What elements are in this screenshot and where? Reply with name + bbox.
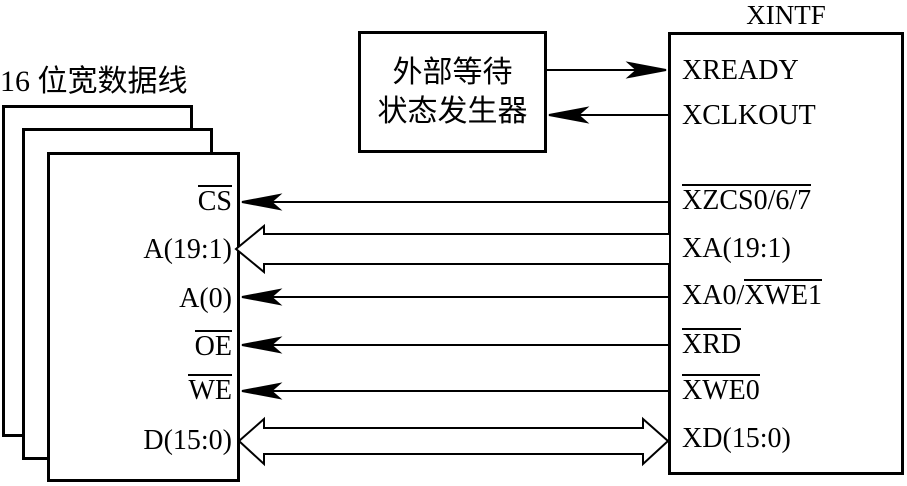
memory-pin-d15-0-text: D(15:0) xyxy=(143,425,232,456)
xintf-pin-xclkout-text: XCLKOUT xyxy=(682,100,816,131)
xintf-pin-xready: XREADY xyxy=(682,54,902,88)
memory-pin-d15-0: D(15:0) xyxy=(45,424,232,458)
xintf-pin-xready-text: XREADY xyxy=(682,55,799,86)
arrow-xzcs-to-cs xyxy=(241,193,669,211)
xintf-pin-xzcs067: XZCS0/6/7 xyxy=(682,184,902,218)
memory-pin-oe: OE xyxy=(45,330,232,364)
arrow-xwe0-to-we xyxy=(241,382,669,400)
memory-pin-we: WE xyxy=(45,374,232,408)
memory-pin-oe-overline-text: OE xyxy=(194,330,232,362)
arrow-xclkout-to-waitbox xyxy=(548,106,669,124)
bus-arrow-xd-d-bidirectional xyxy=(237,416,670,467)
arrow-waitbox-to-xready xyxy=(546,61,667,79)
xintf-pin-xwe0-overline-text: XWE0 xyxy=(682,374,760,406)
xintf-box xyxy=(668,32,904,475)
xintf-pin-xd15-0-text: XD(15:0) xyxy=(682,423,791,454)
wait-state-generator-label-line1: 外部等待 xyxy=(392,56,513,89)
xintf-pin-xrd-overline-text: XRD xyxy=(682,328,742,360)
xintf-pin-xd15-0: XD(15:0) xyxy=(682,422,902,456)
arrow-xrd-to-oe xyxy=(241,336,669,354)
xintf-pin-xrd: XRD xyxy=(682,328,902,362)
memory-pin-a19-1: A(19:1) xyxy=(45,233,232,267)
memory-pin-a0: A(0) xyxy=(45,282,232,316)
xintf-title: XINTF xyxy=(746,0,826,30)
xintf-pin-xa19-1-text: XA(19:1) xyxy=(682,233,791,264)
xintf-pin-xa0-xwe1-text: XA0/ xyxy=(682,280,745,311)
xintf-pin-xa0-xwe1-overline-text: XWE1 xyxy=(744,279,822,311)
memory-pin-a0-text: A(0) xyxy=(179,283,232,314)
memory-pin-cs-overline-text: CS xyxy=(197,185,232,217)
xintf-pin-xwe0: XWE0 xyxy=(682,374,902,408)
data-bus-width-label: 16 位宽数据线 xyxy=(0,65,188,98)
memory-pin-cs: CS xyxy=(45,185,232,219)
wait-state-generator-label-line2: 状态发生器 xyxy=(377,95,528,128)
xintf-pin-xa19-1: XA(19:1) xyxy=(682,232,902,266)
xintf-pin-xclkout: XCLKOUT xyxy=(682,99,902,133)
bus-arrow-xa-to-a xyxy=(234,223,669,275)
wait-state-generator-box: 外部等待 状态发生器 xyxy=(358,31,547,153)
xintf-pin-xa0-xwe1: XA0/XWE1 xyxy=(682,279,902,313)
memory-pin-we-overline-text: WE xyxy=(188,374,232,406)
arrow-xa0-to-a0 xyxy=(241,288,669,306)
xintf-pin-xzcs067-overline-text: XZCS0/6/7 xyxy=(682,184,812,216)
memory-pin-a19-1-text: A(19:1) xyxy=(143,234,232,265)
memory-chip-front-box xyxy=(47,152,240,482)
